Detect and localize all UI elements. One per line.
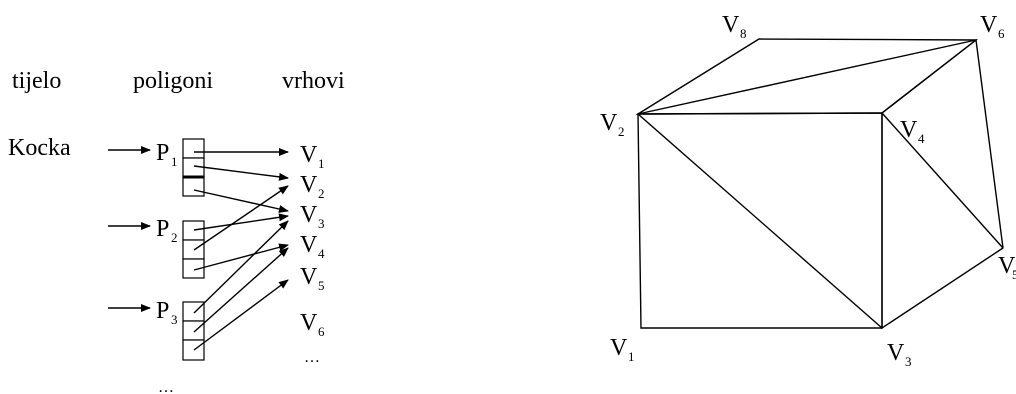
vertex-label-2: V 2 [300, 172, 325, 201]
header-vertices: vrhovi [282, 68, 345, 94]
svg-text:V: V [300, 264, 318, 290]
svg-text:1: 1 [318, 156, 325, 171]
front-diagonal [637, 113, 883, 329]
cube-label-v4: V 4 [900, 117, 925, 146]
vertex-label-3: V 3 [300, 202, 325, 231]
svg-text:V: V [300, 232, 318, 258]
vertex-ellipsis: … [304, 349, 320, 366]
cube-label-v8: V 8 [722, 12, 747, 41]
svg-text:V: V [610, 335, 628, 361]
cube-right-face [881, 38, 1004, 330]
object-name: Kocka [8, 135, 71, 161]
svg-text:P: P [156, 298, 169, 324]
svg-text:V: V [998, 253, 1016, 279]
svg-text:4: 4 [318, 246, 325, 261]
svg-text:5: 5 [1012, 267, 1016, 282]
svg-text:6: 6 [998, 26, 1005, 41]
svg-text:P: P [156, 216, 169, 242]
svg-text:2: 2 [318, 186, 325, 201]
svg-text:2: 2 [618, 124, 625, 139]
svg-text:5: 5 [318, 278, 325, 293]
svg-text:V: V [300, 202, 318, 228]
cube-wireframe [635, 38, 1004, 330]
right-diagonal [881, 112, 1004, 249]
svg-text:V: V [900, 117, 918, 143]
cube-label-v6: V 6 [980, 12, 1005, 41]
svg-text:6: 6 [318, 324, 325, 339]
svg-text:3: 3 [318, 216, 325, 231]
svg-text:3: 3 [171, 312, 178, 327]
polygon-cells-p2 [182, 220, 205, 279]
header-polygons: poligoni [133, 68, 213, 94]
svg-text:V: V [300, 310, 318, 336]
pointer-arrows [193, 148, 289, 351]
svg-text:V: V [722, 12, 740, 38]
svg-text:1: 1 [171, 154, 178, 169]
svg-text:3: 3 [905, 354, 912, 369]
vertex-label-4: V 4 [300, 232, 325, 261]
svg-text:V: V [300, 142, 318, 168]
svg-text:8: 8 [740, 26, 747, 41]
polygon-label-1: P 1 [156, 140, 178, 169]
polygon-label-3: P 3 [156, 298, 178, 327]
polygon-ellipsis: … [158, 379, 174, 394]
cube-label-v3: V 3 [887, 340, 912, 369]
header-body: tijelo [12, 68, 61, 94]
cube-label-v2: V 2 [600, 110, 625, 139]
vertex-label-6: V 6 [300, 310, 325, 339]
vertex-label-5: V 5 [300, 264, 325, 293]
svg-text:1: 1 [628, 349, 635, 364]
polygon-cells-p3 [182, 301, 205, 361]
cube-label-v1: V 1 [610, 335, 635, 364]
svg-text:P: P [156, 140, 169, 166]
vertex-label-1: V 1 [300, 142, 325, 171]
cube-label-v5: V 5 [998, 253, 1016, 282]
polygon-cells-p1 [182, 138, 205, 197]
svg-text:V: V [980, 12, 998, 38]
top-diagonal [637, 39, 977, 115]
svg-text:V: V [887, 340, 905, 366]
polygon-label-2: P 2 [156, 216, 178, 245]
svg-text:4: 4 [918, 131, 925, 146]
svg-text:V: V [600, 110, 618, 136]
svg-text:V: V [300, 172, 318, 198]
svg-text:2: 2 [171, 230, 178, 245]
data-structure-diagram: tijelo poligoni vrhovi Kocka P 1 P 2 P 3 [8, 68, 345, 394]
